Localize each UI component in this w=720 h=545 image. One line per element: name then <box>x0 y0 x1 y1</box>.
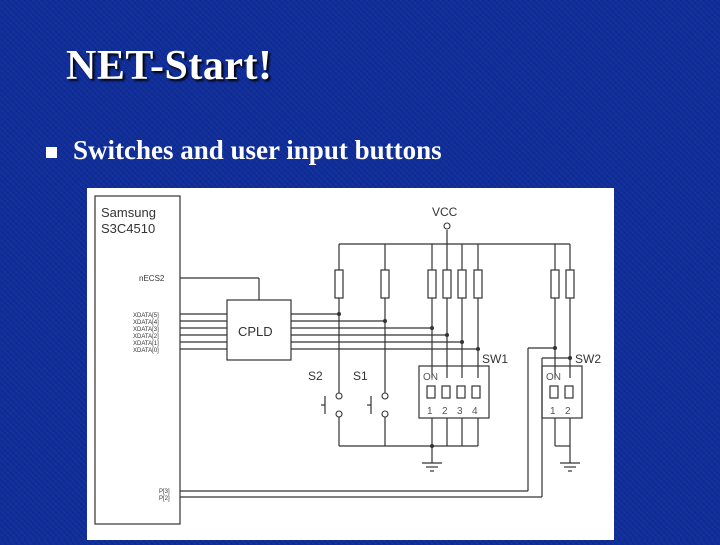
sw1-position-4: 4 <box>472 406 478 417</box>
resistor <box>427 269 437 299</box>
s1-label: S1 <box>353 369 368 383</box>
xdata-1-label: XDATA[1] <box>133 341 159 347</box>
xdata-2-label: XDATA[2] <box>133 334 159 340</box>
p3-pin-label: P[3] <box>159 489 170 495</box>
xdata-5-label: XDATA[5] <box>133 313 159 319</box>
sw1-on-label: ON <box>423 372 438 383</box>
slide-title: NET-Start! <box>66 43 273 89</box>
cpld-label: CPLD <box>238 324 273 339</box>
p2-pin-label: P[2] <box>159 496 170 502</box>
sw2-label: SW2 <box>575 352 601 366</box>
resistor <box>565 269 575 299</box>
sw2-position-1: 1 <box>550 406 556 417</box>
sw2-position-2: 2 <box>565 406 571 417</box>
resistor <box>334 269 344 299</box>
schematic-diagram: Samsung S3C4510 VCC nECS2 XDATA[5] XDATA… <box>87 188 614 540</box>
bullet-item: Switches and user input buttons <box>46 135 442 166</box>
chip-box <box>94 195 181 525</box>
s2-label: S2 <box>308 369 323 383</box>
resistor <box>473 269 483 299</box>
xdata-4-label: XDATA[4] <box>133 320 159 326</box>
resistor <box>550 269 560 299</box>
necs2-pin-label: nECS2 <box>139 274 165 283</box>
resistor <box>457 269 467 299</box>
vcc-label: VCC <box>432 205 458 219</box>
schematic-svg: Samsung S3C4510 VCC nECS2 XDATA[5] XDATA… <box>94 195 601 525</box>
resistor <box>442 269 452 299</box>
sw1-position-3: 3 <box>457 406 463 417</box>
xdata-0-label: XDATA[0] <box>133 348 159 354</box>
sw2-on-label: ON <box>546 372 561 383</box>
sw1-dip-switch <box>418 365 490 419</box>
bullet-text: Switches and user input buttons <box>73 135 442 165</box>
sw1-position-1: 1 <box>427 406 433 417</box>
resistor <box>380 269 390 299</box>
sw1-position-2: 2 <box>442 406 448 417</box>
square-bullet-icon <box>46 147 57 158</box>
xdata-3-label: XDATA[3] <box>133 327 159 333</box>
chip-part-label: S3C4510 <box>101 221 155 236</box>
chip-name-label: Samsung <box>101 205 156 220</box>
sw1-label: SW1 <box>482 352 508 366</box>
